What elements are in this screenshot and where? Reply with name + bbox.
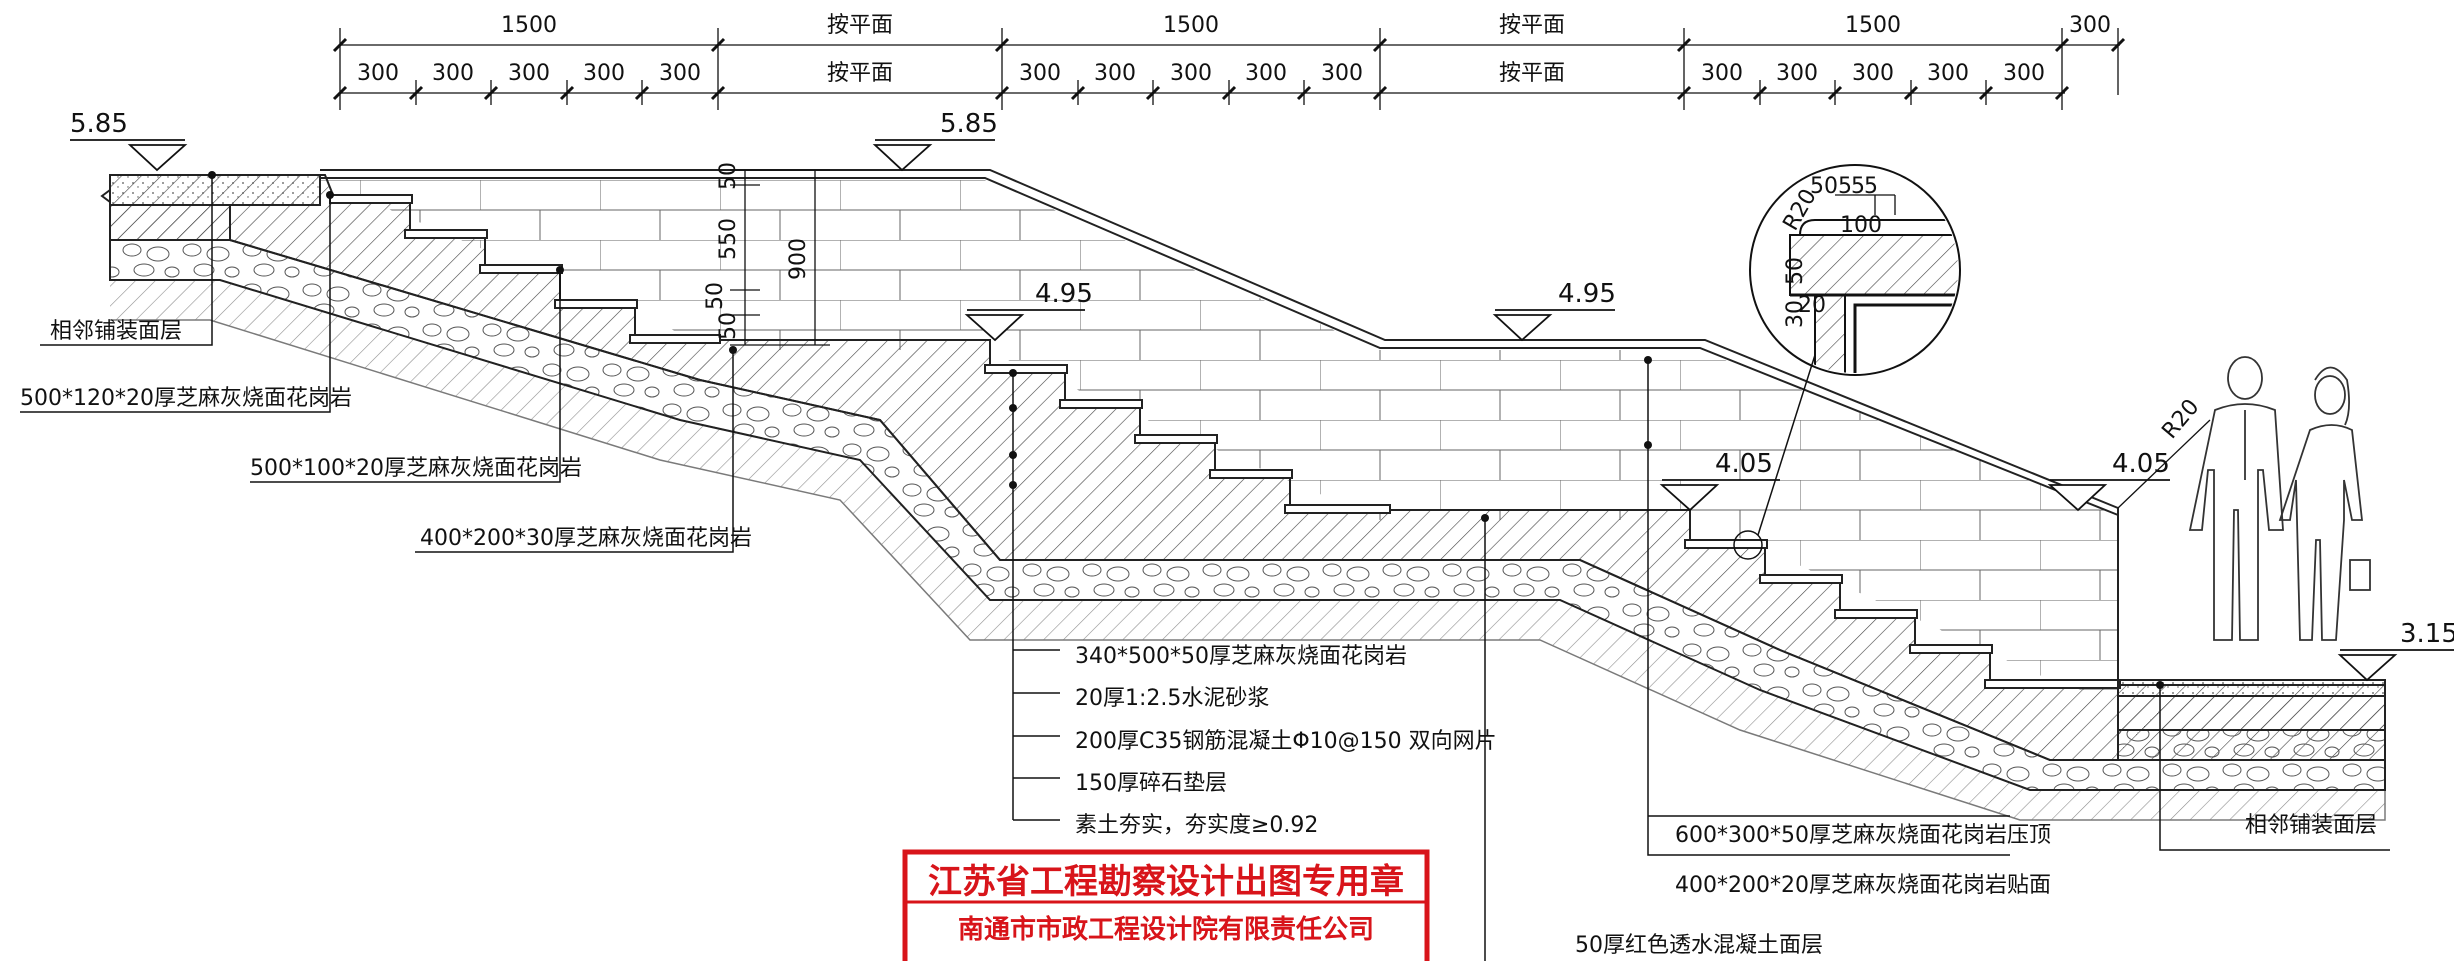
leader-dots <box>208 171 2164 689</box>
dim-row2-3: 300 <box>508 61 550 86</box>
detail-dim-100: 100 <box>1840 213 1882 238</box>
elevation-markers <box>70 139 2454 682</box>
label-granite-100: 500*100*20厚芝麻灰烧面花岗岩 <box>250 456 582 481</box>
detail-dim-5a: 5 <box>1838 174 1852 199</box>
label-granite-200: 400*200*30厚芝麻灰烧面花岗岩 <box>420 526 752 551</box>
adjacent-pavement-left <box>100 174 321 241</box>
detail-dim-5b: 5 <box>1851 174 1865 199</box>
stamp-line-1: 江苏省工程勘察设计出图专用章 <box>928 862 1404 902</box>
dim-row2-17: 300 <box>2003 61 2045 86</box>
wall-dim-900: 900 <box>786 238 811 280</box>
detail-dim-30: 30 <box>1783 300 1808 328</box>
wall-dim-50a: 50 <box>716 162 741 190</box>
dim-row2-11: 300 <box>1321 61 1363 86</box>
elevation-label-4: 4.95 <box>1558 279 1616 309</box>
dim-row2-14: 300 <box>1776 61 1818 86</box>
wall-dim-50c: 50 <box>716 312 741 340</box>
elevation-label-1: 5.85 <box>70 109 128 139</box>
leader-lines <box>20 175 2390 961</box>
label-layer-3: 200厚C35钢筋混凝土Φ10@150 双向网片 <box>1075 729 1497 754</box>
scale-figures <box>2188 356 2371 641</box>
dim-row2-5: 300 <box>659 61 701 86</box>
label-layer-4: 150厚碎石垫层 <box>1075 771 1227 796</box>
adjacent-pavement-right <box>2117 679 2386 761</box>
dim-top-5: 1500 <box>1845 13 1901 38</box>
stamp-line-2: 南通市市政工程设计院有限责任公司 <box>958 914 1374 945</box>
label-adjacent-left: 相邻铺装面层 <box>50 319 182 344</box>
wall-dimension-lines <box>730 169 830 346</box>
elevation-label-6: 4.05 <box>2112 449 2170 479</box>
rail-radius-label: R20 <box>2157 395 2204 444</box>
dim-top-2: 按平面 <box>827 13 893 38</box>
dim-row2-1: 300 <box>357 61 399 86</box>
dim-row2-2: 300 <box>432 61 474 86</box>
stair-treads <box>329 194 2121 689</box>
label-layer-2: 20厚1:2.5水泥砂浆 <box>1075 686 1269 711</box>
elevation-label-3: 4.95 <box>1035 279 1093 309</box>
label-coping: 600*300*50厚芝麻灰烧面花岗岩压顶 <box>1675 823 2051 848</box>
dim-row2-16: 300 <box>1927 61 1969 86</box>
elevation-label-5: 4.05 <box>1715 449 1773 479</box>
detail-dim-50: 50 <box>1810 174 1838 199</box>
detail-dim-50v: 50 <box>1783 257 1808 285</box>
dim-row2-7: 300 <box>1019 61 1061 86</box>
dim-row2-13: 300 <box>1701 61 1743 86</box>
dim-top-3: 1500 <box>1163 13 1219 38</box>
label-layer-5: 素土夯实，夯实度≥0.92 <box>1075 813 1318 838</box>
dim-top-4: 按平面 <box>1499 13 1565 38</box>
wall-dim-50b: 50 <box>703 282 728 310</box>
detail-dim-5c: 5 <box>1864 174 1878 199</box>
dim-row2-12: 按平面 <box>1499 61 1565 86</box>
label-layer-1: 340*500*50厚芝麻灰烧面花岗岩 <box>1075 644 1407 669</box>
dim-top-6: 300 <box>2069 13 2111 38</box>
elevation-label-2: 5.85 <box>940 109 998 139</box>
dim-row2-15: 300 <box>1852 61 1894 86</box>
dim-row2-4: 300 <box>583 61 625 86</box>
rail-radius-leader <box>2117 419 2211 509</box>
wall-dim-550: 550 <box>716 218 741 260</box>
detail-dim-20: 20 <box>1798 293 1826 318</box>
label-adjacent-right: 相邻铺装面层 <box>2245 813 2377 838</box>
label-veneer: 400*200*20厚芝麻灰烧面花岗岩贴面 <box>1675 873 2051 898</box>
design-stamp: 江苏省工程勘察设计出图专用章 南通市市政工程设计院有限责任公司 <box>902 849 1430 961</box>
dim-row2-10: 300 <box>1245 61 1287 86</box>
dim-top-1: 1500 <box>501 13 557 38</box>
dim-row2-8: 300 <box>1094 61 1136 86</box>
dim-row2-6: 按平面 <box>827 61 893 86</box>
dim-row2-9: 300 <box>1170 61 1212 86</box>
label-permeable: 50厚红色透水混凝土面层 <box>1575 933 1823 958</box>
label-granite-120: 500*120*20厚芝麻灰烧面花岗岩 <box>20 386 352 411</box>
elevation-label-7: 3.15 <box>2400 619 2454 649</box>
